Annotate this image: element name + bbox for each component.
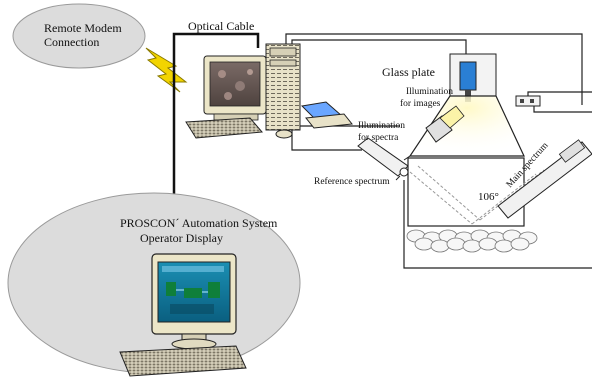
wire-6 bbox=[533, 104, 592, 113]
reference-spectrum-label: Reference spectrum bbox=[314, 176, 390, 187]
illum-spectra-label-2: for spectra bbox=[358, 132, 399, 143]
remote-modem-label-1: Remote Modem bbox=[44, 21, 122, 35]
glass-plate-label: Glass plate bbox=[382, 65, 435, 79]
wire-7 bbox=[403, 180, 592, 269]
wire-2 bbox=[291, 39, 467, 54]
main-spectrum-probe bbox=[497, 139, 592, 219]
illum-images-label-1: Illumination bbox=[406, 87, 453, 97]
remote-modem-label-2: Connection bbox=[44, 35, 99, 49]
computer-workstation-icon bbox=[185, 43, 353, 139]
illum-spectra-label-1: Illumination bbox=[358, 121, 405, 131]
hood bbox=[408, 95, 525, 157]
camera-icon bbox=[449, 53, 497, 102]
proscon-label-1: PROSCON´ Automation System bbox=[120, 216, 278, 230]
optical-cable-line bbox=[172, 32, 260, 198]
grain-pile bbox=[406, 229, 538, 253]
illumination-images bbox=[425, 105, 465, 143]
angle-label: 106° bbox=[478, 191, 499, 203]
reference-sensor-icon bbox=[399, 167, 409, 177]
proscon-label-2: Operator Display bbox=[140, 231, 223, 245]
operator-display-computer-icon bbox=[119, 253, 247, 377]
illum-images-label-2: for images bbox=[400, 98, 441, 109]
sensor-box-icon bbox=[515, 95, 541, 107]
optical-cable-label: Optical Cable bbox=[188, 19, 254, 33]
remote-modem-ellipse bbox=[12, 3, 146, 69]
wire-1 bbox=[285, 33, 583, 105]
lightning-bolt-icon bbox=[145, 47, 188, 93]
